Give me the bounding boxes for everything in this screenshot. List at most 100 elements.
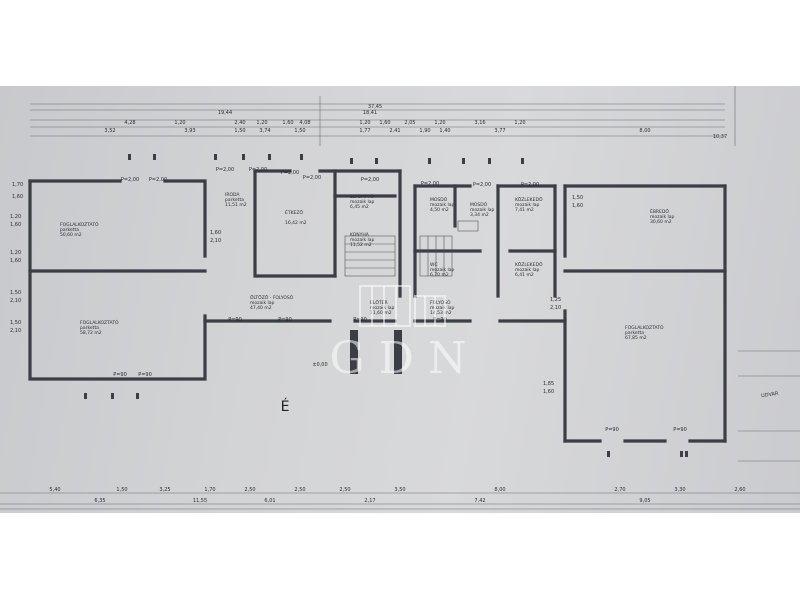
street-label: UDVAR (761, 391, 780, 399)
room-area: 14,53 m2 (430, 310, 452, 316)
dimension-label: 8,00 (639, 128, 650, 134)
dimension-label: 4,28 (124, 120, 135, 126)
dimension-label: 1,20 (514, 120, 525, 126)
height-label: 1,60 (10, 258, 21, 264)
room-name: FOGLALKOZTATÓ (80, 319, 119, 326)
room-name: ÖLTÖZŐ - FOLYOSÓ (250, 294, 294, 301)
room-floor-type: mozaik lap (430, 202, 455, 208)
room-area: 58,72 m2 (80, 330, 102, 336)
building-walls (28, 169, 727, 443)
dimension-label: 1,20 (434, 120, 445, 126)
room-name: FOGLALKOZTATÓ (625, 324, 664, 331)
door-label: P=2,00 (121, 177, 139, 183)
dimension-label: 2,41 (389, 128, 400, 134)
dimension-label: 2,50 (244, 487, 255, 493)
room-area: 6,41 m2 (515, 272, 534, 278)
room-name: FOLYOSÓ (430, 299, 451, 306)
dimension-label: 1,90 (419, 128, 430, 134)
dimension-label: 3,30 (674, 487, 685, 493)
room-area: 30,60 m2 (650, 219, 672, 225)
door-label: P=2,00 (216, 167, 234, 173)
height-label: 1,20 (10, 214, 21, 220)
door-label: P=2,00 (361, 177, 379, 183)
height-label: 1,60 (543, 389, 554, 395)
door-label: P=90 (353, 317, 367, 323)
height-label: 1,60 (572, 203, 583, 209)
room-floor-type: parketta (80, 325, 99, 331)
stair-block (344, 220, 479, 277)
room-floor-type: mozaik lap (350, 199, 375, 205)
room-name: IRODA (225, 192, 240, 198)
dimension-label: 3,74 (259, 128, 270, 134)
room-floor-type: parketta (60, 227, 79, 233)
room-area: 4,50 m2 (430, 207, 449, 213)
dimension-label: 1,50 (234, 128, 245, 134)
top-dimension-lines (30, 86, 736, 146)
door-label: P=90 (278, 317, 292, 323)
room-name: ELŐTÉR (370, 298, 388, 306)
door-label: P=2,00 (249, 167, 267, 173)
height-label: 1,60 (10, 222, 21, 228)
room-floor-type: mozaik lap (350, 237, 375, 243)
room-floor-type: mozaik lap (515, 267, 540, 273)
dimension-label: 1,60 (282, 120, 293, 126)
height-label: 1,50 (572, 195, 583, 201)
door-label: P=2,00 (473, 182, 491, 188)
dimension-label: 5,40 (49, 487, 60, 493)
room-name: ÉTKEZŐ (285, 208, 303, 216)
dimension-label: 3,16 (474, 120, 485, 126)
dimension-label: 8,00 (494, 487, 505, 493)
dimension-label: 10,37 (713, 134, 727, 140)
dimension-label: 11,55 (193, 498, 207, 504)
dimension-label: 4,08 (299, 120, 310, 126)
room-area: 47,40 m2 (250, 305, 272, 311)
dimension-label: 2,50 (339, 487, 350, 493)
dimension-label: 2,05 (404, 120, 415, 126)
dimension-label: 2,17 (364, 498, 375, 504)
dimension-label: 7,42 (474, 498, 485, 504)
dimension-label: 9,05 (639, 498, 650, 504)
room-floor-type: mozaik lap (650, 214, 675, 220)
height-label: 1,20 (10, 250, 21, 256)
room-name: FOGLALKOZTATÓ (60, 221, 99, 228)
dimension-label: 1,50 (116, 487, 127, 493)
room-area: 3,34 m2 (470, 212, 489, 218)
door-label: P=2,00 (421, 181, 439, 187)
room-floor-type: mozaik lap (470, 207, 495, 213)
room-name: MOSDÓ (470, 201, 488, 208)
dimension-label: 1,50 (294, 128, 305, 134)
dimension-label: 37,45 (368, 104, 382, 110)
door-label: P=90 (113, 372, 127, 378)
door-label: P=90 (605, 427, 619, 433)
dimension-label: 1,20 (359, 120, 370, 126)
door-label: P=90 (138, 372, 152, 378)
height-label: 2,10 (210, 238, 221, 244)
floor-level-label: ±0,00 (312, 362, 327, 368)
height-label: 1,60 (210, 230, 221, 236)
dimension-label: 6,35 (94, 498, 105, 504)
dimension-label: 1,20 (174, 120, 185, 126)
height-label: 2,10 (550, 305, 561, 311)
room-name: ÉBREDŐ (650, 207, 669, 215)
room-floor-type: parketta (225, 197, 244, 203)
door-label: P=2,00 (521, 182, 539, 188)
room-floor-type: mozaik lap (515, 202, 540, 208)
dimension-label: 1,40 (439, 128, 450, 134)
room-area: 7,41 m2 (515, 207, 534, 213)
room-name: KONYHA (350, 232, 370, 238)
room-area: 11,60 m2 (370, 310, 392, 316)
room-name: ELTOMPTÓ (350, 193, 374, 200)
window-marks (84, 154, 688, 457)
bottom-dimension-lines (0, 350, 800, 510)
height-label: 1,50 (10, 290, 21, 296)
dimension-label: 3,77 (494, 128, 505, 134)
door-label: P=2,00 (149, 177, 167, 183)
dimension-label: 2,50 (294, 487, 305, 493)
room-name: MOSDÓ (430, 196, 448, 203)
height-label: 1,25 (550, 297, 561, 303)
door-label: P=2,00 (303, 175, 321, 181)
dimension-label: 3,52 (104, 128, 115, 134)
dimension-label: 1,20 (256, 120, 267, 126)
